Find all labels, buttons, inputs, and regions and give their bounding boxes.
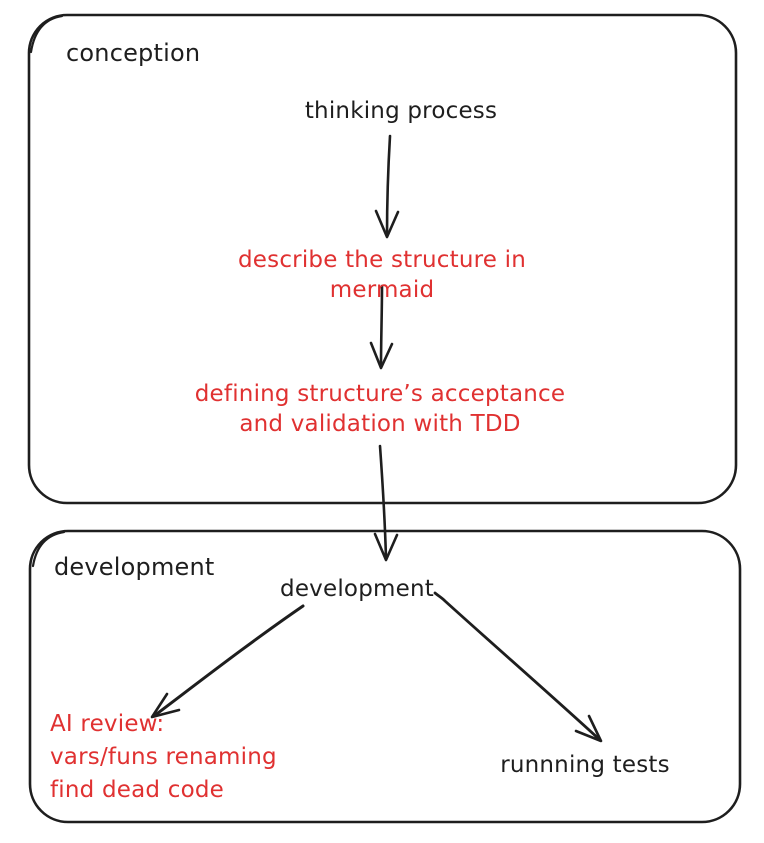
node-running-tests: runnning tests xyxy=(500,752,670,778)
node-describe-mermaid: describe the structure in mermaid xyxy=(238,247,526,303)
arrow-development-to-running-tests xyxy=(433,591,603,743)
arrow-thinking-to-describe xyxy=(374,134,400,239)
node-ai-review: AI review: vars/funs renaming find dead … xyxy=(50,711,277,803)
node-defining-tdd: defining structure’s acceptance and vali… xyxy=(194,381,566,437)
conception-box-corner-stroke xyxy=(29,14,64,54)
node-thinking-process: thinking process xyxy=(304,98,498,124)
arrow-development-to-ai-review xyxy=(150,604,305,719)
development-box-corner-stroke xyxy=(31,530,66,568)
arrow-defining-to-development xyxy=(373,444,399,562)
node-development: development xyxy=(280,576,434,602)
arrow-describe-to-defining xyxy=(369,284,394,370)
conception-group-label: conception xyxy=(66,39,201,67)
development-group-label: development xyxy=(54,553,215,581)
